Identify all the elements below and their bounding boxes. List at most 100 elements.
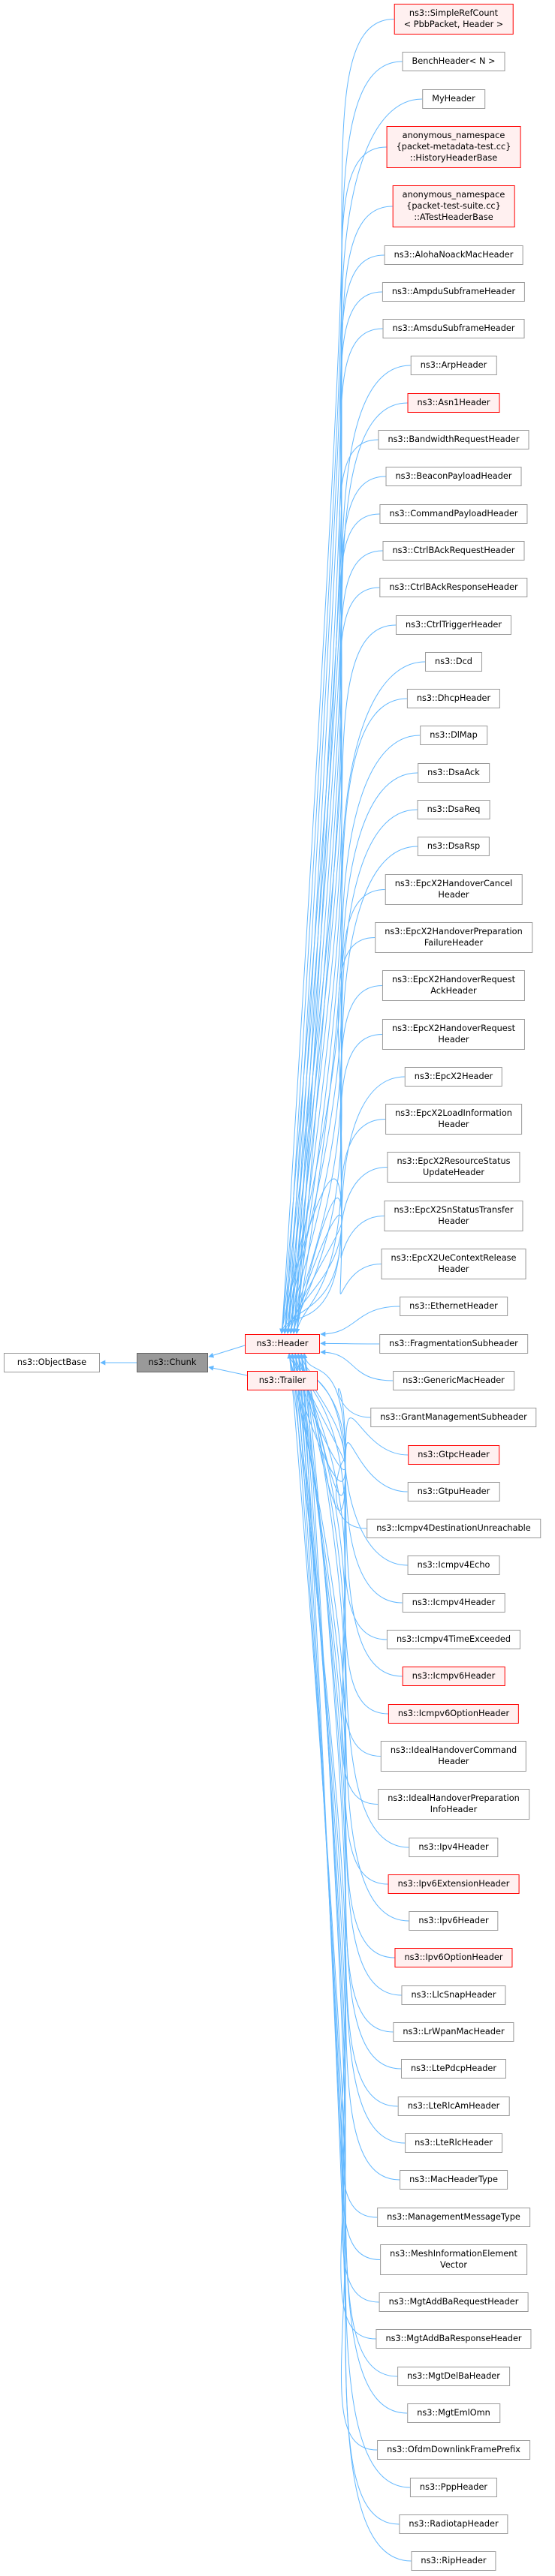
node-derived-class[interactable]: ns3::MgtDelBaHeader [397, 2366, 510, 2386]
node-object-base[interactable]: ns3::ObjectBase [4, 1353, 100, 1372]
node-derived-class[interactable]: ns3::Ipv6ExtensionHeader [388, 1874, 520, 1894]
node-derived-class[interactable]: ns3::EpcX2Header [404, 1066, 503, 1087]
node-derived-class[interactable]: ns3::EpcX2HandoverPreparation FailureHea… [375, 921, 532, 953]
node-derived-class[interactable]: BenchHeader< N > [402, 52, 505, 72]
node-derived-class[interactable]: ns3::CtrlTriggerHeader [395, 615, 512, 635]
node-derived-class[interactable]: ns3::LteRlcHeader [405, 2133, 502, 2153]
node-derived-class[interactable]: ns3::GtpcHeader [408, 1444, 499, 1465]
node-derived-class[interactable]: ns3::DhcpHeader [406, 689, 501, 709]
node-derived-class[interactable]: ns3::MgtEmlOmn [407, 2403, 500, 2423]
node-derived-class[interactable]: ns3::MeshInformationElement Vector [380, 2244, 527, 2275]
node-derived-class[interactable]: ns3::AmsduSubframeHeader [382, 319, 525, 339]
edge-header-to-chunk [208, 1345, 246, 1358]
node-derived-class[interactable]: ns3::PppHeader [409, 2477, 498, 2497]
edge-derived-to-header [279, 19, 394, 1334]
edge-derived-to-header [294, 476, 386, 1334]
edge-derived-to-header [293, 1353, 411, 2488]
node-derived-class[interactable]: anonymous_namespace {packet-test-suite.c… [392, 185, 515, 228]
edge-derived-to-header [320, 1340, 380, 1346]
edge-derived-to-header [288, 146, 387, 1334]
node-derived-class[interactable]: ns3::EpcX2HandoverCancel Header [385, 873, 523, 905]
node-derived-class[interactable]: ns3::GenericMacHeader [393, 1370, 514, 1390]
node-chunk-current: ns3::Chunk [137, 1353, 208, 1372]
node-derived-class[interactable]: ns3::Icmpv6OptionHeader [388, 1703, 520, 1724]
node-derived-class[interactable]: ns3::Ipv6OptionHeader [394, 1948, 513, 1968]
node-derived-class[interactable]: ns3::Ipv4Header [409, 1837, 499, 1857]
node-derived-class[interactable]: ns3::AlohaNoackMacHeader [384, 245, 523, 265]
edge-derived-to-header [285, 809, 418, 1334]
node-derived-class[interactable]: ns3::LrWpanMacHeader [393, 2022, 514, 2042]
node-derived-class[interactable]: ns3::EpcX2UeContextRelease Header [381, 1249, 526, 1279]
node-derived-class[interactable]: ns3::DsaReq [417, 800, 490, 819]
node-derived-class[interactable]: ns3::BeaconPayloadHeader [385, 467, 522, 487]
node-derived-class[interactable]: ns3::Icmpv4DestinationUnreachable [366, 1519, 541, 1539]
node-derived-class[interactable]: ns3::IdealHandoverCommand Header [380, 1740, 527, 1772]
node-derived-class[interactable]: ns3::LteRlcAmHeader [397, 2096, 510, 2116]
node-derived-class[interactable]: ns3::LlcSnapHeader [401, 1985, 506, 2005]
edge-derived-to-header [320, 1306, 400, 1337]
edge-derived-to-header [296, 1353, 402, 2070]
node-derived-class[interactable]: ns3::CtrlBAckRequestHeader [382, 540, 525, 561]
edge-derived-to-header [302, 1353, 403, 1677]
node-derived-class[interactable]: ns3::RadiotapHeader [399, 2514, 508, 2534]
node-derived-class[interactable]: ns3::DlMap [420, 726, 487, 746]
edge-derived-to-header [290, 1353, 378, 2451]
node-derived-class[interactable]: ns3::EthernetHeader [400, 1297, 508, 1317]
node-derived-class[interactable]: ns3::MacHeaderType [400, 2170, 508, 2190]
node-derived-class[interactable]: ns3::Icmpv4Echo [407, 1556, 500, 1576]
edge-trailer-to-chunk [208, 1365, 248, 1376]
node-derived-class[interactable]: ns3::FragmentationSubheader [379, 1333, 528, 1354]
node-derived-class[interactable]: ns3::Ipv6Header [409, 1911, 499, 1931]
edge-derived-to-header [285, 365, 411, 1334]
node-derived-class[interactable]: ns3::ArpHeader [410, 356, 497, 376]
node-derived-class[interactable]: ns3::DsaAck [418, 762, 490, 783]
node-derived-class[interactable]: ns3::LtePdcpHeader [400, 2059, 507, 2079]
node-derived-class[interactable]: ns3::Icmpv6Header [402, 1667, 505, 1687]
node-derived-class[interactable]: ns3::MgtAddBaResponseHeader [376, 2329, 532, 2349]
edge-derived-to-header [299, 1353, 388, 1885]
edge-derived-to-header [282, 61, 403, 1334]
edge-derived-to-header [282, 772, 418, 1334]
edge-derived-to-header [291, 889, 385, 1334]
edge-derived-to-header [287, 1353, 400, 2181]
node-derived-class[interactable]: ns3::GrantManagementSubheader [370, 1408, 537, 1428]
node-derived-class[interactable]: ns3::CommandPayloadHeader [379, 503, 528, 524]
edge-derived-to-header [279, 291, 383, 1334]
edge-derived-to-header [279, 1178, 382, 1334]
node-derived-class[interactable]: ns3::Asn1Header [407, 392, 500, 413]
node-derived-class[interactable]: ns3::EpcX2SnStatusTransfer Header [384, 1200, 523, 1231]
node-derived-class[interactable]: ns3::Icmpv4TimeExceeded [386, 1630, 521, 1649]
node-derived-class[interactable]: MyHeader [422, 89, 485, 109]
node-derived-class[interactable]: ns3::EpcX2ResourceStatus UpdateHeader [387, 1152, 520, 1183]
node-derived-class[interactable]: ns3::AmpduSubframeHeader [382, 281, 526, 302]
node-derived-class[interactable]: ns3::BandwidthRequestHeader [378, 430, 529, 449]
edge-derived-to-header [279, 513, 380, 1334]
node-derived-class[interactable]: ns3::OfdmDownlinkFramePrefix [377, 2440, 530, 2460]
node-derived-class[interactable]: ns3::EpcX2LoadInformation Header [385, 1104, 522, 1135]
edge-derived-to-header [296, 1353, 400, 2525]
edge-derived-to-header [282, 1034, 383, 1334]
node-derived-class[interactable]: anonymous_namespace {packet-metadata-tes… [386, 125, 521, 168]
node-derived-class[interactable]: ns3::RipHeader [411, 2551, 496, 2571]
node-derived-class[interactable]: ns3::CtrlBAckResponseHeader [379, 578, 528, 598]
node-derived-class[interactable]: ns3::SimpleRefCount < PbbPacket, Header … [394, 4, 514, 35]
node-derived-class[interactable]: ns3::EpcX2HandoverRequest AckHeader [382, 970, 526, 1002]
node-derived-class[interactable]: ns3::Icmpv4Header [402, 1592, 505, 1613]
node-header[interactable]: ns3::Header [245, 1334, 320, 1354]
node-derived-class[interactable]: ns3::ManagementMessageType [377, 2207, 530, 2227]
node-derived-class[interactable]: ns3::DsaRsp [417, 837, 490, 857]
edge-derived-to-header [294, 698, 408, 1334]
edge-derived-to-header [282, 328, 383, 1334]
node-derived-class[interactable]: ns3::EpcX2HandoverRequest Header [382, 1018, 526, 1050]
node-derived-class[interactable]: ns3::IdealHandoverPreparation InfoHeader [378, 1789, 529, 1820]
edge-derived-to-header [293, 1353, 394, 2033]
edge-derived-to-header [291, 439, 379, 1334]
edge-derived-to-header [282, 550, 383, 1334]
node-derived-class[interactable]: ns3::MgtAddBaRequestHeader [379, 2292, 529, 2313]
edge-derived-to-header [299, 1353, 398, 2107]
node-trailer[interactable]: ns3::Trailer [247, 1371, 318, 1390]
node-derived-class[interactable]: ns3::Dcd [425, 651, 482, 672]
node-derived-class[interactable]: ns3::GtpuHeader [407, 1481, 500, 1501]
edge-derived-to-header [302, 1353, 409, 1922]
